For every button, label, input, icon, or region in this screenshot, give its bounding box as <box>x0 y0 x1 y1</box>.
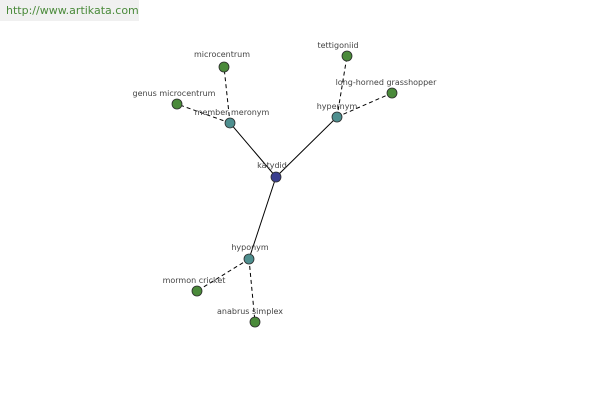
node-label-hyponym: hyponym <box>231 243 269 252</box>
labels-layer: katydid member meronym hypernym hyponym micr… <box>133 41 438 316</box>
node-label-microcentrum: microcentrum <box>194 50 250 59</box>
source-url-text: http://www.artikata.com <box>6 4 139 17</box>
edge-katydid-to-hyponym <box>248 176 277 260</box>
edge-hypernym-to-long-horned-grasshopper <box>336 92 393 118</box>
node-microcentrum[interactable] <box>218 61 230 73</box>
node-tettigoniid[interactable] <box>341 50 353 62</box>
edge-hyponym-to-mormon-cricket <box>196 258 250 292</box>
node-label-long-horned-grasshopper: long-horned grasshopper <box>336 78 438 87</box>
edge-member-meronym-to-genus-microcentrum <box>176 103 231 124</box>
node-long-horned-grasshopper[interactable] <box>386 87 398 99</box>
node-label-genus-microcentrum: genus microcentrum <box>133 89 216 98</box>
node-label-tettigoniid: tettigoniid <box>317 41 358 50</box>
node-mormon-cricket[interactable] <box>191 285 203 297</box>
edge-katydid-to-member-meronym <box>229 122 277 178</box>
node-hypernym[interactable] <box>331 111 343 123</box>
node-hyponym[interactable] <box>243 253 255 265</box>
edge-member-meronym-to-microcentrum <box>223 66 231 124</box>
node-label-hypernym: hypernym <box>317 102 358 111</box>
source-url-banner[interactable]: http://www.artikata.com <box>0 0 139 21</box>
node-label-mormon-cricket: mormon cricket <box>163 276 226 285</box>
edge-katydid-to-hypernym <box>275 116 338 178</box>
node-genus-microcentrum[interactable] <box>171 98 183 110</box>
node-anabrus-simplex[interactable] <box>249 316 261 328</box>
edge-hypernym-to-tettigoniid <box>336 55 348 118</box>
node-katydid[interactable] <box>270 171 282 183</box>
edge-hyponym-to-anabrus-simplex <box>248 258 256 323</box>
node-label-anabrus-simplex: anabrus simplex <box>217 307 283 316</box>
node-label-katydid: katydid <box>257 161 287 170</box>
edges-layer <box>176 55 393 323</box>
nodes-layer <box>171 50 398 328</box>
node-label-member-meronym: member meronym <box>195 108 270 117</box>
node-member-meronym[interactable] <box>224 117 236 129</box>
